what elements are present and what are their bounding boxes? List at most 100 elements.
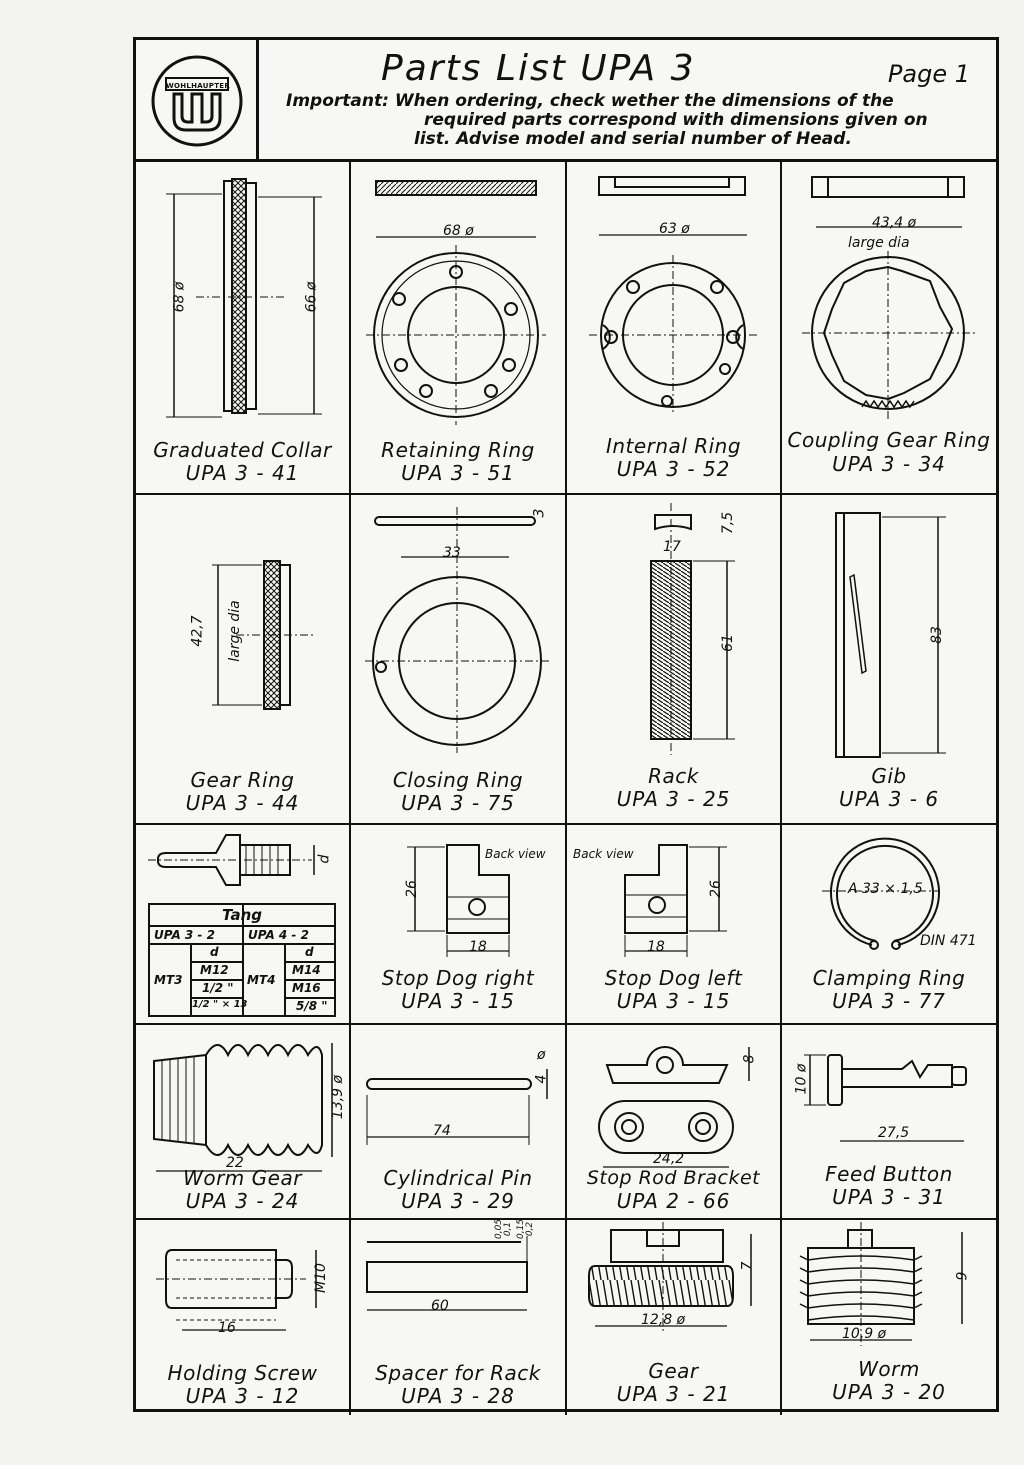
ordering-note-line-1: When ordering, check wether the dimensio… bbox=[394, 91, 894, 111]
tang-value: M12 bbox=[200, 963, 229, 977]
dimension-label: 4 bbox=[533, 1074, 550, 1084]
part-code: UPA 3 - 34 bbox=[832, 452, 946, 476]
part-name: Internal Ring bbox=[605, 434, 742, 458]
part-code: UPA 3 - 24 bbox=[185, 1189, 300, 1213]
ordering-note-line-2: required parts correspond with dimension… bbox=[424, 110, 928, 130]
dimension-label: 16 bbox=[218, 1320, 236, 1336]
coupling-gear-ring-drawing bbox=[802, 176, 976, 419]
tang-col-upa4: UPA 4 - 2 bbox=[248, 928, 309, 942]
part-name: Gear Ring bbox=[190, 768, 295, 792]
worm-gear-drawing bbox=[153, 1043, 333, 1172]
dimension-label: 68 ø bbox=[171, 281, 188, 313]
dimension-label: 22 bbox=[226, 1155, 244, 1171]
dimension-label: 61 bbox=[719, 634, 736, 652]
part-cell-gear: 12,8 ø 7 Gear UPA 3 - 21 bbox=[567, 1220, 782, 1415]
tang-table: Tang UPA 3 - 2 UPA 4 - 2 d d MT3 MT4 M12 bbox=[148, 903, 336, 1017]
part-cell-worm: 10,9 ø 9 Worm UPA 3 - 20 bbox=[782, 1220, 996, 1415]
tang-value: 1/2 " × 13 bbox=[192, 999, 248, 1010]
tang-d-label: d bbox=[210, 945, 219, 959]
part-code: UPA 3 - 52 bbox=[616, 457, 731, 481]
part-cell-holding-screw: 16 M10 Holding Screw UPA 3 - 12 bbox=[136, 1220, 351, 1415]
part-cell-coupling-gear-ring: 43,4 ø large dia Coupling Gear Ring UPA … bbox=[782, 159, 996, 495]
page-number: Page 1 bbox=[887, 60, 970, 88]
ordering-note-line-3: list. Advise model and serial number of … bbox=[414, 129, 852, 149]
part-code: UPA 3 - 28 bbox=[401, 1384, 515, 1408]
dimension-label: 42,7 bbox=[189, 615, 206, 647]
part-name: Rack bbox=[648, 764, 699, 788]
dimension-label: 17 bbox=[663, 539, 681, 555]
part-code: UPA 3 - 21 bbox=[616, 1382, 731, 1406]
part-name: Gib bbox=[871, 764, 907, 788]
dimension-label: 10 ø bbox=[793, 1063, 810, 1095]
dimension-label: 33 bbox=[443, 545, 461, 561]
dimension-label: 43,4 ø bbox=[872, 215, 917, 231]
tang-value: 5/8 " bbox=[296, 999, 328, 1013]
dimension-label: 26 bbox=[707, 880, 724, 898]
standard-label: DIN 471 bbox=[920, 933, 977, 949]
part-name: Feed Button bbox=[825, 1162, 953, 1186]
part-code: UPA 3 - 12 bbox=[185, 1384, 300, 1408]
part-cell-gear-ring: 42,7 large dia Gear Ring UPA 3 - 44 bbox=[136, 495, 351, 825]
feed-button-drawing bbox=[804, 1054, 967, 1142]
dimension-label: 63 ø bbox=[659, 221, 690, 237]
tang-value: 1/2 " bbox=[202, 981, 234, 995]
part-cell-stop-dog-right: Back view 26 18 Stop Dog right UPA 3 - 1… bbox=[351, 825, 567, 1025]
dimension-label: 24,2 bbox=[653, 1151, 685, 1167]
part-code: UPA 3 - 44 bbox=[185, 791, 300, 815]
dimension-label: 83 bbox=[928, 626, 945, 644]
tang-drawing bbox=[148, 834, 315, 886]
part-code: UPA 3 - 15 bbox=[401, 989, 515, 1013]
part-name: Closing Ring bbox=[392, 768, 524, 792]
dimension-label: 60 bbox=[431, 1298, 449, 1314]
part-cell-internal-ring: 63 ø Internal Ring UPA 3 - 52 bbox=[567, 159, 782, 495]
dimension-label: 13,9 ø bbox=[330, 1074, 347, 1120]
dimension-label: 18 bbox=[647, 939, 665, 955]
tang-value: M14 bbox=[292, 963, 321, 977]
part-code: UPA 3 - 25 bbox=[616, 787, 731, 811]
dimension-label: 66 ø bbox=[303, 281, 320, 313]
part-code: UPA 3 - 31 bbox=[832, 1185, 946, 1209]
part-name: Holding Screw bbox=[167, 1361, 318, 1385]
dimension-label: 27,5 bbox=[878, 1125, 910, 1141]
header: WOHLHAUPTER Parts List UPA 3 Page 1 Impo… bbox=[136, 40, 996, 162]
dimension-label: large dia bbox=[226, 600, 243, 662]
dimension-label: 0,1 bbox=[503, 1221, 514, 1237]
dimension-label: ø bbox=[537, 1047, 546, 1063]
part-name: Cylindrical Pin bbox=[383, 1166, 533, 1190]
logo: WOHLHAUPTER bbox=[136, 40, 259, 159]
part-code: UPA 3 - 75 bbox=[401, 791, 515, 815]
dimension-label: 9 bbox=[954, 1271, 971, 1281]
dimension-label: A 33 × 1,5 bbox=[848, 881, 923, 897]
tang-col-upa3: UPA 3 - 2 bbox=[154, 928, 215, 942]
spacer-for-rack-drawing bbox=[366, 1236, 528, 1311]
gear-drawing bbox=[588, 1222, 752, 1332]
part-name: Worm bbox=[858, 1357, 920, 1381]
dimension-label: 8 bbox=[741, 1054, 758, 1064]
stop-dog-right-drawing bbox=[407, 844, 510, 957]
tang-mt4: MT4 bbox=[247, 973, 276, 987]
dimension-label: large dia bbox=[848, 235, 910, 251]
wohlhaupter-logo-icon bbox=[151, 55, 243, 147]
retaining-ring-drawing bbox=[366, 180, 546, 425]
ordering-note-label: Important: bbox=[286, 91, 389, 111]
part-code: UPA 3 - 6 bbox=[838, 787, 940, 811]
clamping-ring-drawing bbox=[822, 837, 940, 950]
part-code: UPA 3 - 51 bbox=[401, 461, 515, 485]
part-name: Stop Dog left bbox=[604, 966, 743, 990]
part-name: Worm Gear bbox=[183, 1166, 302, 1190]
part-code: UPA 3 - 15 bbox=[616, 989, 731, 1013]
part-name: Gear bbox=[648, 1359, 699, 1383]
view-label: Back view bbox=[573, 847, 634, 861]
dimension-label: 12,8 ø bbox=[641, 1312, 686, 1328]
holding-screw-drawing bbox=[156, 1249, 317, 1331]
gib-drawing bbox=[835, 512, 946, 758]
worm-drawing bbox=[799, 1222, 963, 1346]
dimension-label: 68 ø bbox=[443, 223, 474, 239]
part-cell-retaining-ring: 68 ø Retaining Ring UPA 3 - 51 bbox=[351, 159, 567, 495]
dimension-label: 0,2 bbox=[525, 1221, 536, 1237]
dimension-label: 74 bbox=[433, 1123, 451, 1139]
part-cell-spacer-for-rack: 60 0,05 0,1 0,15 0,2 Spacer for Rack UPA… bbox=[351, 1219, 567, 1415]
dimension-label: 7,5 bbox=[720, 511, 737, 535]
part-name: Clamping Ring bbox=[812, 966, 966, 990]
dimension-label: d bbox=[316, 854, 333, 864]
